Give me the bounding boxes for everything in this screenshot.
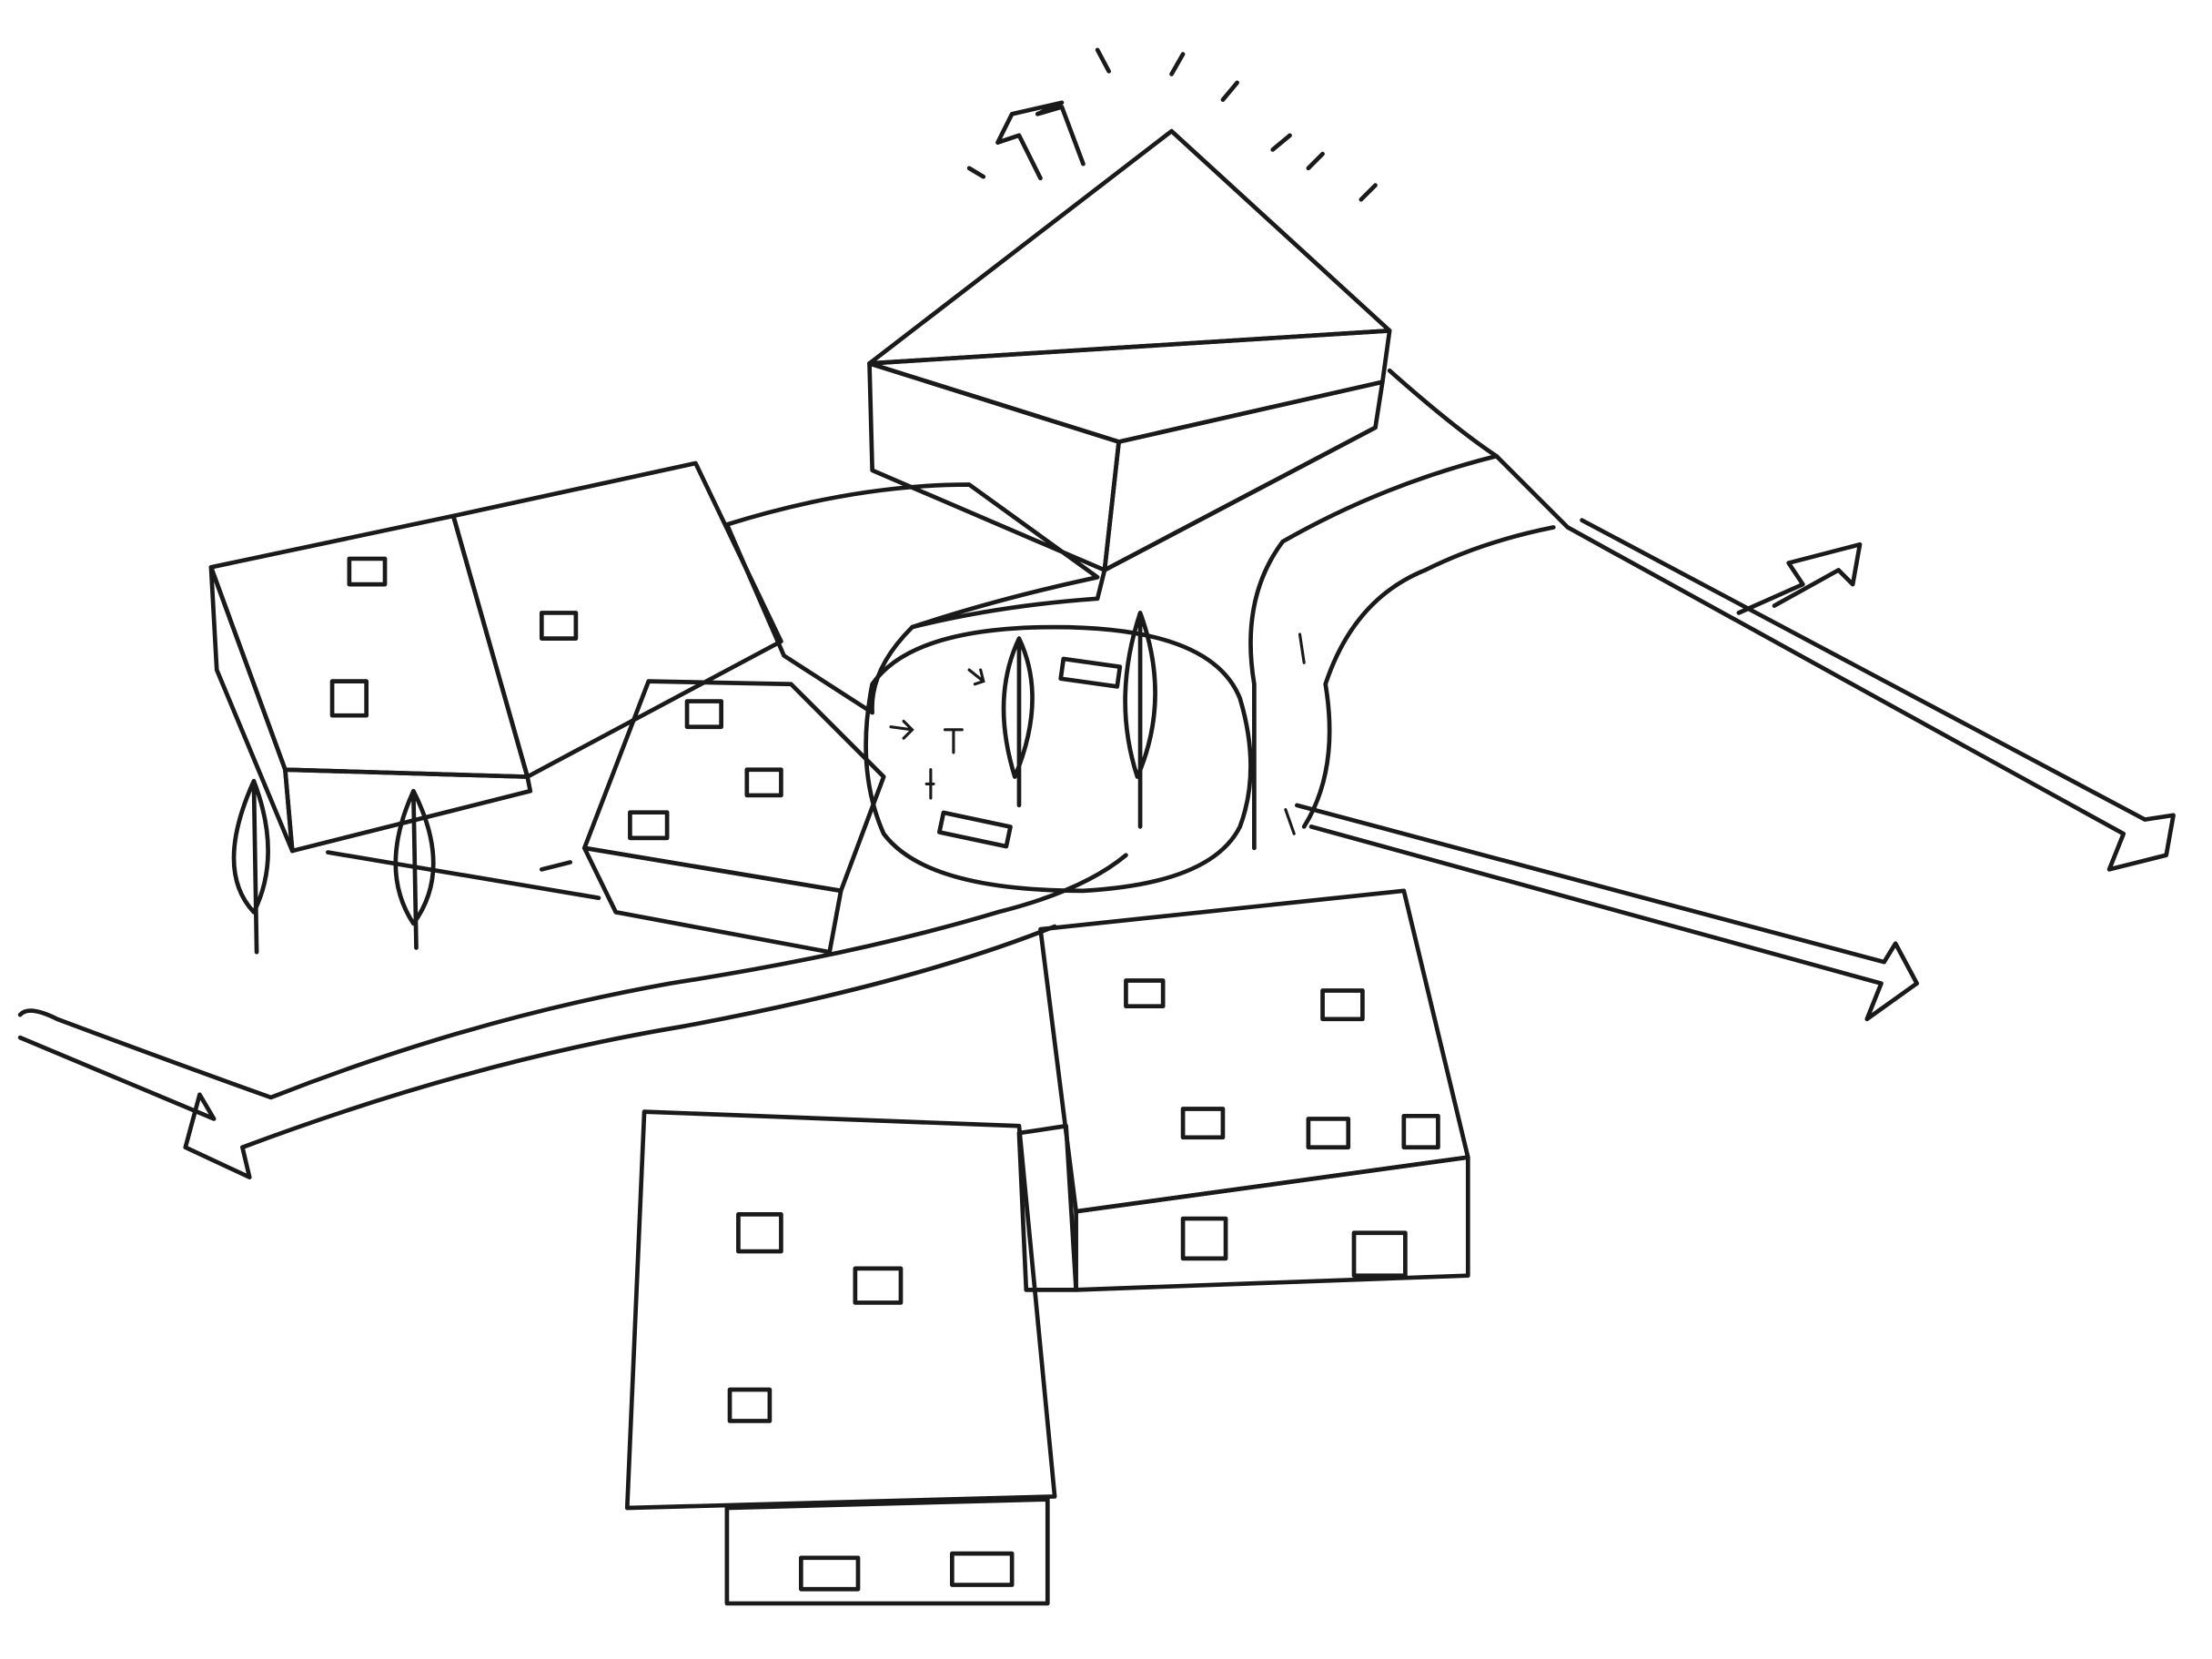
tree <box>1123 611 1157 829</box>
skylight <box>539 611 579 641</box>
tree <box>231 778 270 955</box>
skylight <box>628 810 670 841</box>
window <box>950 1551 1015 1587</box>
skylight <box>1180 1107 1226 1140</box>
courtyard <box>724 482 1253 894</box>
courtyard-details <box>889 632 1306 849</box>
skylight <box>1401 1113 1440 1150</box>
building-bottom <box>624 1109 1057 1606</box>
skylight <box>736 1212 783 1254</box>
building-middle <box>581 679 886 955</box>
skylight <box>1320 988 1365 1022</box>
building-right <box>1016 888 1470 1292</box>
skylight <box>1306 1117 1351 1150</box>
sun-rays <box>966 47 1378 202</box>
window <box>1180 1216 1228 1261</box>
skylight <box>329 679 369 718</box>
bench <box>937 810 1013 849</box>
skylight <box>347 556 388 587</box>
skylight <box>744 767 783 798</box>
people <box>1284 632 1306 835</box>
window <box>1351 1230 1408 1279</box>
window <box>798 1555 861 1592</box>
tree <box>393 788 436 950</box>
skylight <box>1124 978 1166 1009</box>
paths <box>17 100 2176 1179</box>
arrow-marker <box>889 719 914 740</box>
skylight <box>684 699 723 730</box>
building-gabled-hall <box>867 128 1392 630</box>
bench <box>1058 656 1123 689</box>
tree <box>1001 636 1035 808</box>
arrow-marker <box>967 668 985 686</box>
people <box>924 728 964 800</box>
building-left <box>208 460 783 854</box>
skylight <box>727 1387 773 1423</box>
skylight <box>853 1266 904 1305</box>
trees <box>231 611 1157 955</box>
